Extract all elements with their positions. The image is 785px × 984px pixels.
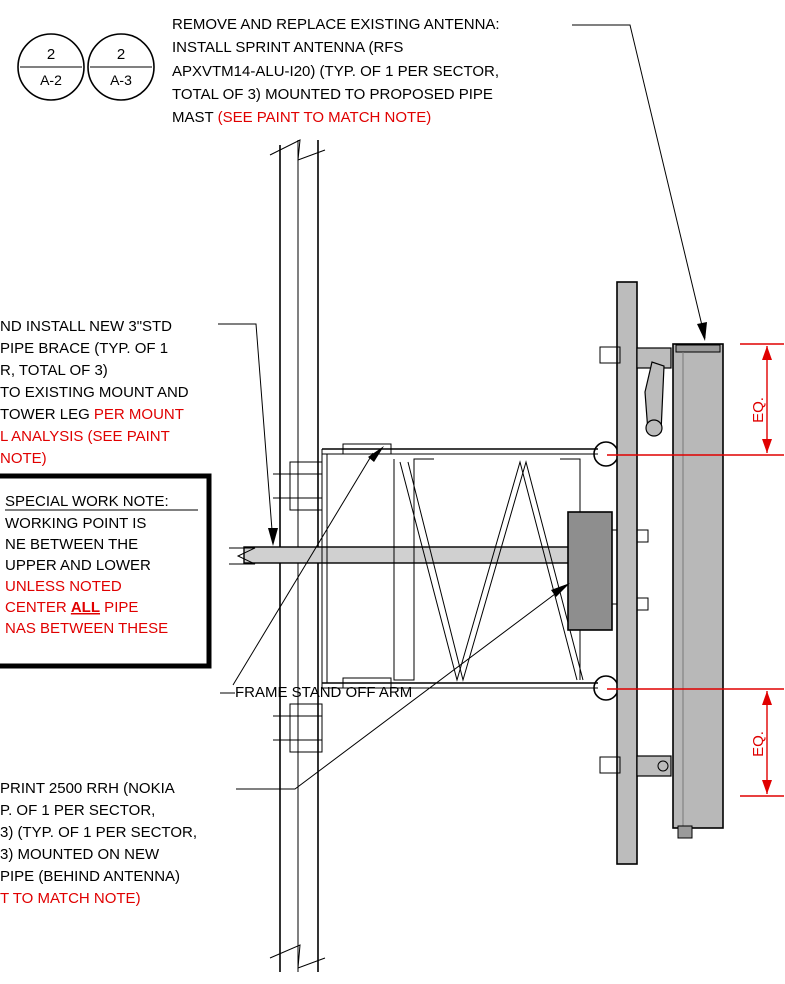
antenna-note-line-3: APXVTM14-ALU-I20) (TYP. OF 1 PER SECTOR,: [172, 63, 499, 80]
special-work-note-box: SPECIAL WORK NOTE: WORKING POINT IS NE B…: [0, 473, 212, 669]
special-note-line-5: CENTER ALL PIPE: [5, 599, 138, 616]
standoff-arm-label: —FRAME STAND OFF ARM: [220, 684, 412, 701]
brace-leader-line: [218, 323, 274, 544]
callout-right-sheet: A-3: [110, 72, 132, 88]
callout-left-number: 2: [47, 46, 55, 63]
brace-leader-arrow: [268, 528, 278, 546]
brace-note-line-3: R, TOTAL OF 3): [0, 362, 108, 379]
rrh-unit: [567, 511, 649, 631]
brace-note-line-1: ND INSTALL NEW 3"STD: [0, 318, 172, 335]
brace-note-line-7: NOTE): [0, 450, 47, 467]
brace-note-line-5: TOWER LEG PER MOUNT: [0, 406, 184, 423]
eq-dimension-bottom: EQ.: [750, 731, 767, 757]
eq-dimensions: EQ. EQ.: [607, 343, 784, 797]
antenna-leader-line: [572, 24, 706, 339]
antenna-note-line-2: INSTALL SPRINT ANTENNA (RFS: [172, 39, 403, 56]
special-note-line-2: NE BETWEEN THE: [5, 536, 138, 553]
antenna-note-line-5: MAST (SEE PAINT TO MATCH NOTE): [172, 109, 431, 126]
callout-bubble-right: [87, 33, 155, 101]
brace-note-line-4: TO EXISTING MOUNT AND: [0, 384, 189, 401]
antenna-note-line-1: REMOVE AND REPLACE EXISTING ANTENNA:: [172, 16, 500, 33]
brace-note-line-2: PIPE BRACE (TYP. OF 1: [0, 340, 168, 357]
callout-right-number: 2: [117, 46, 125, 63]
pipe-brace-note: ND INSTALL NEW 3"STD PIPE BRACE (TYP. OF…: [0, 318, 278, 546]
special-note-line-4: UNLESS NOTED: [5, 578, 122, 595]
panel-antenna: [599, 343, 724, 839]
rrh-note-line-1: PRINT 2500 RRH (NOKIA: [0, 780, 175, 797]
eq-dimension-top: EQ.: [750, 397, 767, 423]
rrh-note-line-4: 3) MOUNTED ON NEW: [0, 846, 160, 863]
antenna-note: REMOVE AND REPLACE EXISTING ANTENNA: INS…: [172, 16, 707, 341]
special-note-title: SPECIAL WORK NOTE:: [5, 493, 169, 510]
horizontal-pipe-brace: [229, 546, 573, 565]
rrh-note-line-2: P. OF 1 PER SECTOR,: [0, 802, 155, 819]
rrh-note: PRINT 2500 RRH (NOKIA P. OF 1 PER SECTOR…: [0, 583, 570, 907]
standoff-leader-arrow: [368, 446, 384, 462]
rrh-note-line-3: 3) (TYP. OF 1 PER SECTOR,: [0, 824, 197, 841]
callout-bubble-left: [17, 33, 85, 101]
rrh-leader-line: [236, 584, 568, 790]
rrh-leader-arrow: [551, 583, 570, 597]
standoff-leader-line: [232, 452, 374, 686]
rrh-note-line-6: T TO MATCH NOTE): [0, 890, 141, 907]
frame-standoff-arm: —FRAME STAND OFF ARM: [220, 441, 619, 753]
special-note-line-6: NAS BETWEEN THESE: [5, 620, 168, 637]
brace-note-line-6: L ANALYSIS (SEE PAINT: [0, 428, 170, 445]
pipe-mast: [616, 281, 638, 865]
antenna-leader-arrow: [697, 322, 707, 341]
special-note-line-1: WORKING POINT IS: [5, 515, 146, 532]
antenna-note-line-4: TOTAL OF 3) MOUNTED TO PROPOSED PIPE: [172, 86, 493, 103]
special-note-line-3: UPPER AND LOWER: [5, 557, 151, 574]
rrh-note-line-5: PIPE (BEHIND ANTENNA): [0, 868, 180, 885]
section-callout: 2 A-2 2 A-3: [17, 33, 155, 101]
callout-left-sheet: A-2: [40, 72, 62, 88]
